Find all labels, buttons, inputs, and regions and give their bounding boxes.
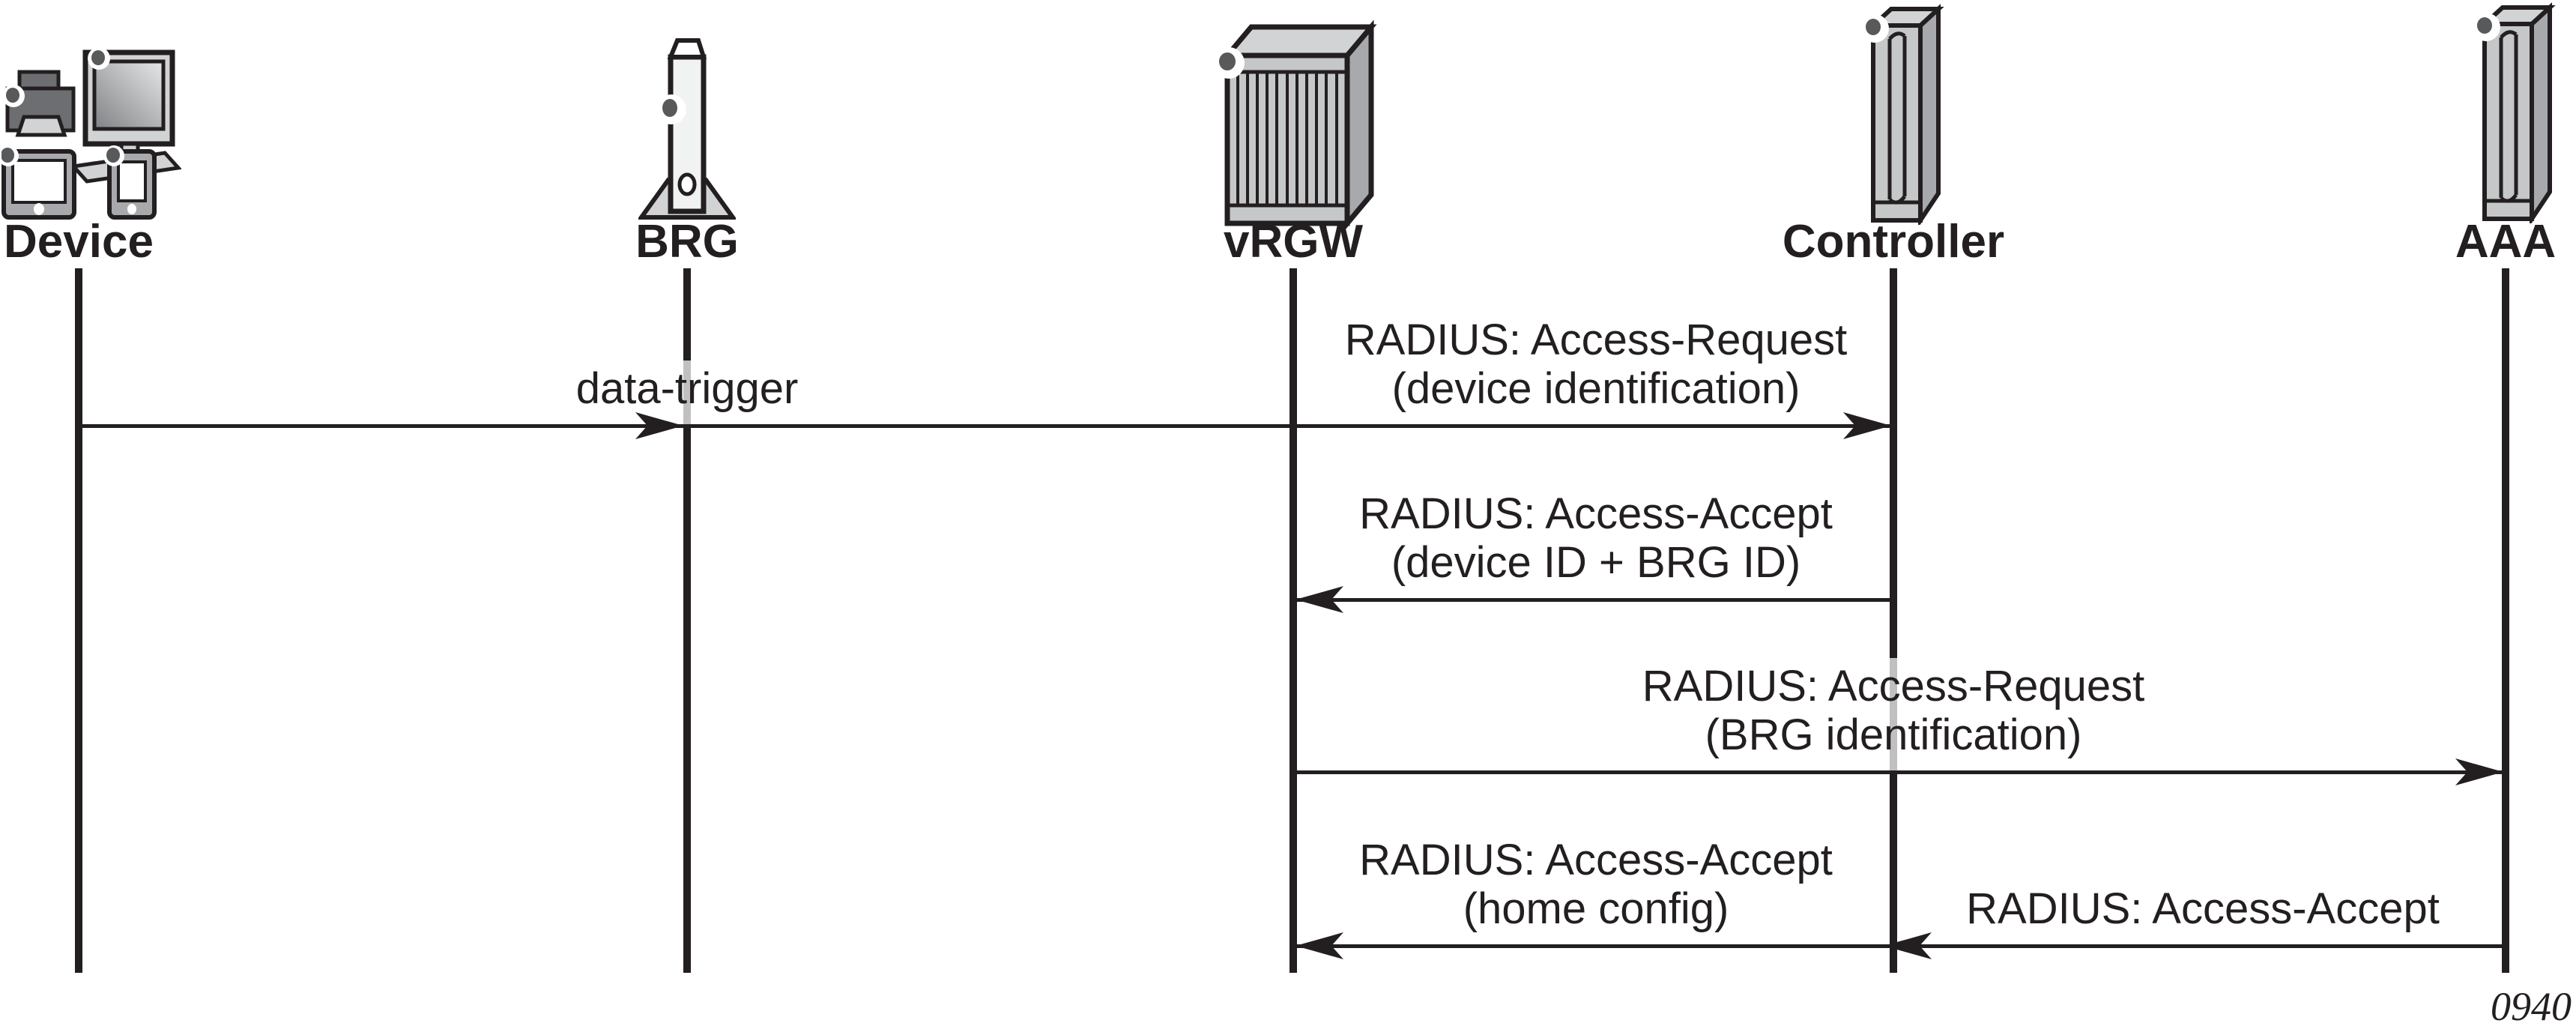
actor-label-controller: Controller xyxy=(1782,216,2005,268)
arrowhead-left-at-vrgw-2 xyxy=(1295,932,1343,959)
actor-label-brg: BRG xyxy=(635,216,739,268)
residential-gateway-icon xyxy=(638,38,736,220)
message-text: RADIUS: Access-Request xyxy=(1642,662,2145,711)
printer-icon xyxy=(2,70,76,137)
message-text: RADIUS: Access-Accept xyxy=(1966,884,2440,934)
message-text: (device identification) xyxy=(1391,364,1801,414)
message-label-data-trigger: data-trigger xyxy=(568,360,806,424)
arrow-access-request-brg-line xyxy=(1293,770,2506,774)
actor-label-vrgw: vRGW xyxy=(1224,216,1363,268)
lifeline-device xyxy=(75,268,82,973)
message-text: (BRG identification) xyxy=(1705,710,2082,760)
arrowhead-right-at-aaa xyxy=(2455,758,2503,785)
lifeline-aaa xyxy=(2502,268,2509,973)
aaa-server-icon xyxy=(2473,2,2556,223)
arrowhead-right-at-brg xyxy=(635,412,683,439)
message-label-access-request-device: RADIUS: Access-Request (device identific… xyxy=(1337,312,1855,424)
actor-label-aaa: AAA xyxy=(2455,216,2557,268)
arrow-data-trigger-line xyxy=(79,424,1893,428)
arrowhead-right-at-controller xyxy=(1843,412,1891,439)
message-label-access-accept-aaa: RADIUS: Access-Accept xyxy=(1959,881,2447,944)
actor-label-device: Device xyxy=(4,216,154,268)
figure-number: 0940 xyxy=(2491,984,2572,1029)
lifeline-brg xyxy=(683,268,691,973)
message-label-access-accept-device: RADIUS: Access-Accept (device ID + BRG I… xyxy=(1352,486,1840,598)
controller-server-icon xyxy=(1861,4,1944,225)
message-text: (device ID + BRG ID) xyxy=(1391,538,1801,588)
arrow-access-accept-home-line xyxy=(1297,944,1897,948)
arrow-access-accept-device-line xyxy=(1297,598,1897,602)
message-label-access-request-brg: RADIUS: Access-Request (BRG identificati… xyxy=(1634,658,2153,770)
message-text: RADIUS: Access-Request xyxy=(1344,316,1848,365)
smartphone-icon xyxy=(103,145,157,220)
message-text: data-trigger xyxy=(575,364,799,414)
message-text: (home config) xyxy=(1463,884,1729,934)
arrowhead-left-at-controller xyxy=(1884,932,1932,959)
message-text: RADIUS: Access-Accept xyxy=(1359,836,1833,885)
lifeline-controller xyxy=(1890,268,1897,973)
lifeline-vrgw xyxy=(1289,268,1297,973)
chassis-icon xyxy=(1218,19,1377,231)
arrowhead-left-at-vrgw xyxy=(1295,586,1343,613)
message-label-access-accept-home: RADIUS: Access-Accept (home config) xyxy=(1352,832,1840,944)
arrow-access-accept-aaa-line xyxy=(1890,944,2506,948)
tablet-icon xyxy=(1,145,76,220)
message-text: RADIUS: Access-Accept xyxy=(1359,489,1833,539)
multi-device-icon xyxy=(1,47,181,220)
